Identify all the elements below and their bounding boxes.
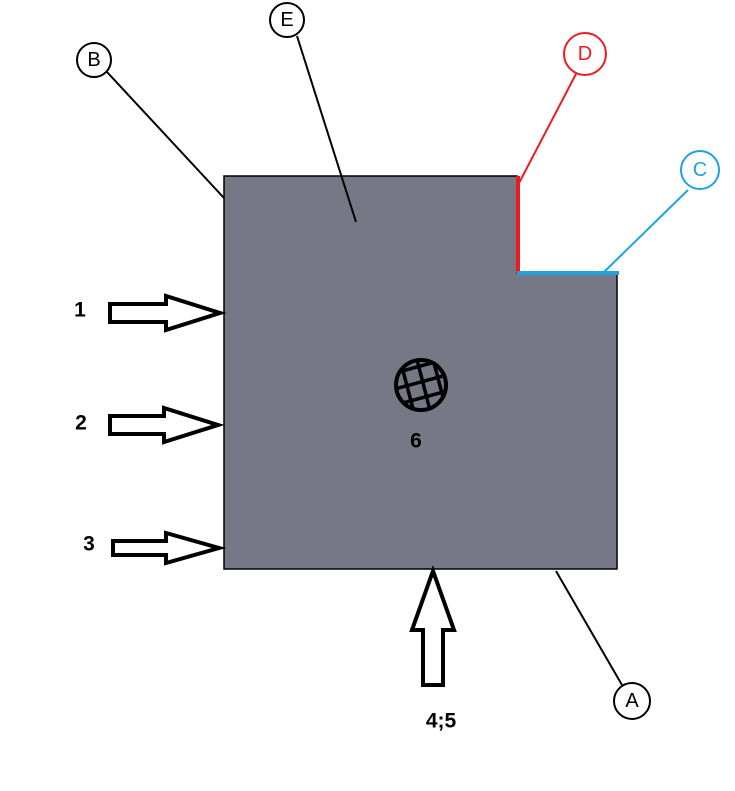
callout-d: D xyxy=(563,32,607,76)
leader-line-d xyxy=(517,73,577,186)
callout-a-label: A xyxy=(625,690,639,712)
leader-line-b xyxy=(106,71,225,199)
arrow-2 xyxy=(108,405,225,445)
leader-line-a xyxy=(555,570,623,686)
callout-b: B xyxy=(76,42,112,78)
callout-e: E xyxy=(269,2,305,38)
arrow-4-5 xyxy=(409,565,457,687)
arrow-3 xyxy=(111,530,227,566)
leader-line-e xyxy=(296,35,357,223)
arrow-2-label: 2 xyxy=(75,412,87,435)
leader-line-c xyxy=(602,189,689,274)
callout-e-label: E xyxy=(280,9,293,31)
callout-a: A xyxy=(613,682,651,720)
arrow-1 xyxy=(108,293,227,333)
callout-b-label: B xyxy=(87,49,100,71)
arrow-1-label: 1 xyxy=(74,299,86,322)
callout-d-label: D xyxy=(578,43,592,65)
arrow-3-label: 3 xyxy=(83,533,95,556)
arrow-4-5-label: 4;5 xyxy=(426,710,457,733)
callout-c: C xyxy=(680,150,720,190)
callout-c-label: C xyxy=(693,159,707,181)
center-mark-label: 6 xyxy=(410,430,422,453)
